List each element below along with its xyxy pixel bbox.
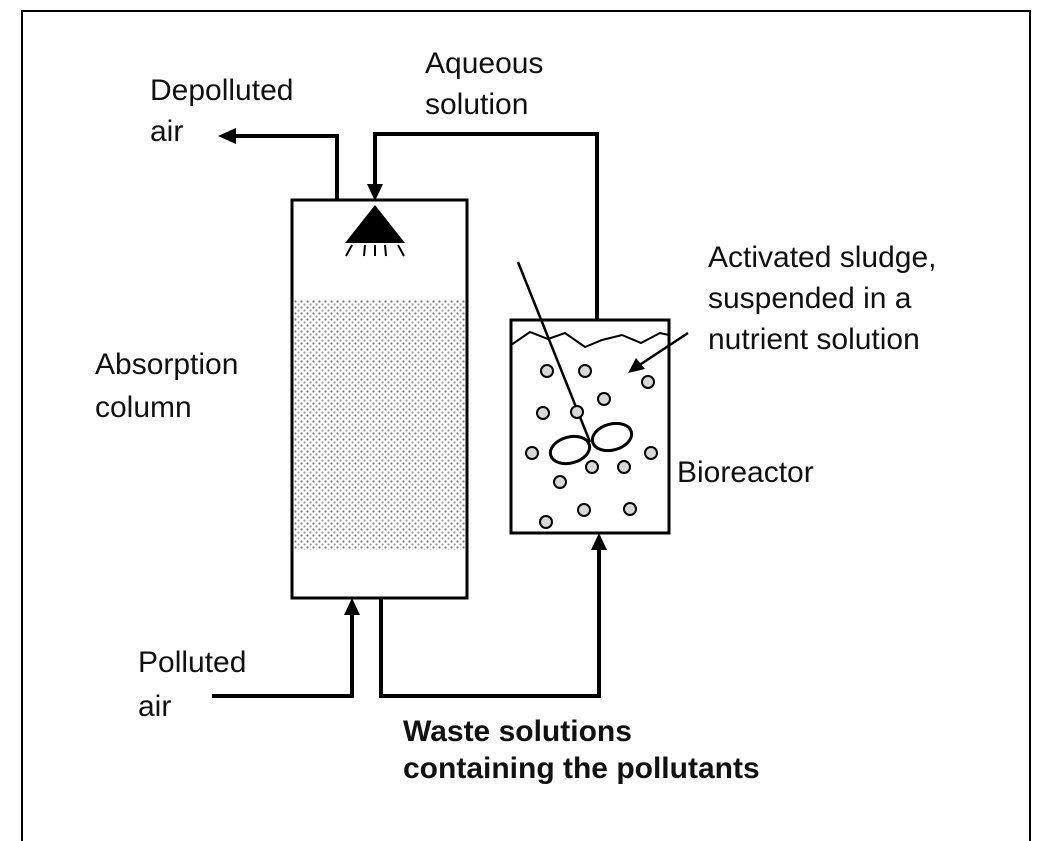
spray-nozzle-icon — [345, 205, 405, 257]
depolluted-air-label: Depolluted air — [150, 74, 302, 148]
waste-solutions-label: Waste solutions containing the pollutant… — [403, 715, 760, 785]
sludge-particle — [585, 460, 599, 474]
sludge-particle — [577, 503, 591, 517]
sludge-particle — [597, 392, 611, 406]
sludge-particle — [641, 375, 655, 389]
activated-sludge-label: Activated sludge, suspended in a nutrien… — [708, 241, 945, 356]
aqueous-solution-arrow — [367, 132, 599, 320]
sludge-particle — [540, 364, 554, 378]
sludge-particle — [617, 460, 631, 474]
activated-sludge-pointer — [628, 331, 689, 373]
sludge-particle — [536, 406, 550, 420]
sludge-particle — [525, 446, 539, 460]
diagram-frame — [21, 10, 1031, 841]
absorption-column-label: Absorption column — [95, 348, 247, 424]
sludge-particle — [570, 405, 584, 419]
polluted-air-label: Polluted air — [138, 646, 255, 723]
aqueous-solution-label: Aqueous solution — [425, 47, 552, 121]
sludge-particle — [553, 475, 567, 489]
sludge-particle — [539, 515, 553, 529]
stirrer-icon — [516, 261, 634, 466]
bioreactor-label: Bioreactor — [677, 456, 814, 489]
sludge-particle — [578, 364, 592, 378]
polluted-air-arrow — [212, 598, 360, 698]
liquid-surface — [510, 330, 670, 349]
sludge-particle — [644, 446, 658, 460]
sludge-particles — [525, 364, 658, 529]
bioreactor-vessel — [509, 318, 671, 535]
packing-bed — [294, 300, 465, 550]
depolluted-air-arrow — [218, 128, 339, 200]
sludge-particle — [623, 502, 637, 516]
waste-solution-arrow — [379, 533, 607, 698]
